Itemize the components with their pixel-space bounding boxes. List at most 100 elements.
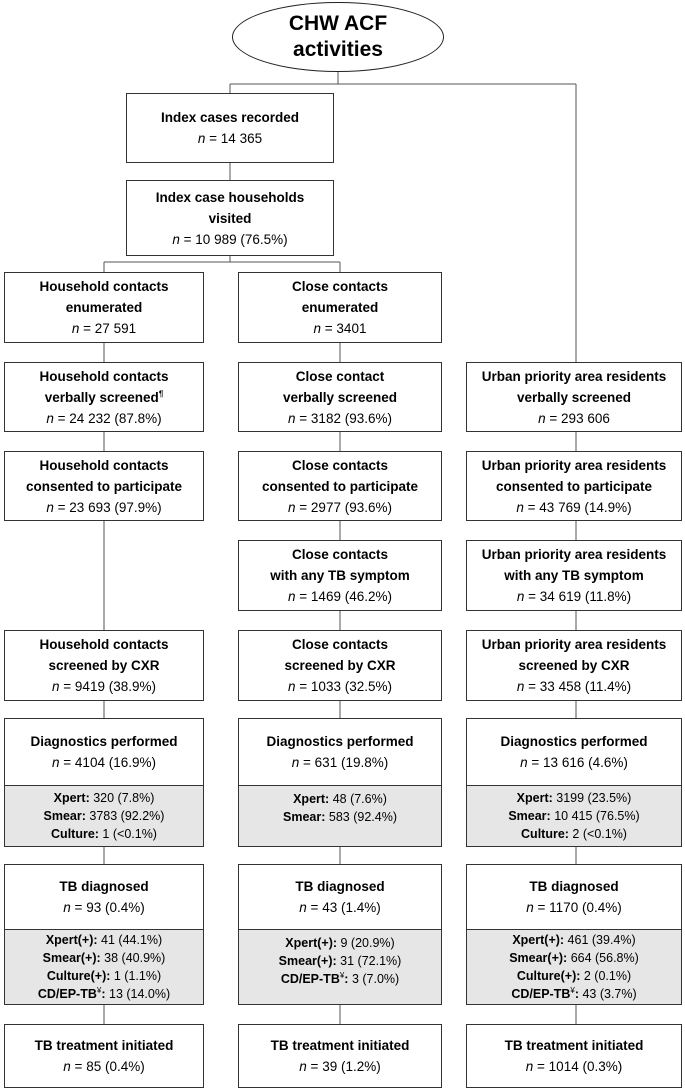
- box-title-line2: screened by CXR: [518, 658, 630, 673]
- box-title-line2: consented to participate: [261, 478, 419, 494]
- box-count: n = 631 (19.8%): [291, 755, 389, 770]
- box-count: n = 1014 (0.3%): [525, 1059, 623, 1074]
- household-contacts-cxr-box: Household contacts screened by CXR n = 9…: [4, 630, 204, 701]
- box-title: Index cases recorded: [160, 110, 300, 125]
- box-count: n = 293 606: [538, 410, 610, 426]
- box-title-line1: Household contacts: [39, 279, 169, 294]
- urban-residents-consented-box: Urban priority area residents consented …: [466, 451, 682, 521]
- close-contacts-cxr-box: Close contacts screened by CXR n = 1033 …: [238, 630, 442, 701]
- urban-residents-tb-symptom-box: Urban priority area residents with any T…: [466, 540, 682, 611]
- box-title-line1: Close contacts: [291, 547, 389, 562]
- box-title-line1: Index case households: [155, 189, 305, 205]
- breakdown-row: Smear: 583 (92.4%): [283, 810, 397, 824]
- box-count: n = 3401: [313, 321, 367, 336]
- box-count: n = 39 (1.2%): [299, 1059, 381, 1074]
- breakdown-row: CD/EP-TB¥: 13 (14.0%): [37, 985, 171, 1001]
- box-title-line1: Urban priority area residents: [481, 368, 667, 384]
- box-title: TB diagnosed: [59, 879, 149, 894]
- breakdown-row: Xpert: 320 (7.8%): [53, 791, 155, 805]
- box-count: n = 33 458 (11.4%): [516, 679, 632, 694]
- urban-residents-treatment-initiated-box: TB treatment initiated n = 1014 (0.3%): [466, 1024, 682, 1088]
- box-title: TB treatment initiated: [34, 1038, 174, 1053]
- close-contacts-treatment-initiated-box: TB treatment initiated n = 39 (1.2%): [238, 1024, 442, 1088]
- tb-breakdown: Xpert(+): 41 (44.1%) Smear(+): 38 (40.9%…: [5, 929, 203, 1004]
- household-contacts-verbally-screened-box: Household contacts verbally screened¶ n …: [4, 362, 204, 432]
- box-title-line2: consented to participate: [495, 478, 653, 494]
- household-treatment-initiated-box: TB treatment initiated n = 85 (0.4%): [4, 1024, 204, 1088]
- box-count: n = 4104 (16.9%): [52, 755, 156, 770]
- box-count: n = 93 (0.4%): [63, 900, 145, 915]
- close-contacts-consented-box: Close contacts consented to participate …: [238, 451, 442, 521]
- box-title-line1: Household contacts: [39, 368, 169, 384]
- box-title-line2: with any TB symptom: [270, 568, 410, 583]
- root-label-line2: activities: [293, 38, 383, 61]
- tb-breakdown: Xpert(+): 461 (39.4%) Smear(+): 664 (56.…: [467, 929, 681, 1004]
- box-title-line2: visited: [208, 210, 252, 226]
- breakdown-row: Xpert(+): 461 (39.4%): [512, 933, 636, 947]
- box-title-line2: with any TB symptom: [504, 568, 644, 583]
- footnote-mark: ¶: [158, 389, 164, 398]
- diagnostics-breakdown: Xpert: 48 (7.6%) Smear: 583 (92.4%): [239, 785, 441, 846]
- breakdown-row: Culture: 2 (<0.1%): [521, 827, 627, 841]
- close-contacts-tb-diagnosed-box: TB diagnosed n = 43 (1.4%) Xpert(+): 9 (…: [238, 864, 442, 1005]
- urban-residents-cxr-box: Urban priority area residents screened b…: [466, 630, 682, 701]
- box-count: n = 1469 (46.2%): [288, 589, 392, 604]
- box-count: n = 27 591: [71, 321, 137, 336]
- box-title-line2: enumerated: [301, 300, 379, 315]
- diagnostics-breakdown: Xpert: 320 (7.8%) Smear: 3783 (92.2%) Cu…: [5, 785, 203, 846]
- box-count: n = 43 (1.4%): [299, 900, 381, 915]
- household-contacts-enumerated-box: Household contacts enumerated n = 27 591: [4, 272, 204, 343]
- box-title: TB diagnosed: [295, 879, 385, 894]
- breakdown-row: Xpert(+): 9 (20.9%): [285, 936, 395, 950]
- breakdown-row: Smear(+): 664 (56.8%): [509, 951, 639, 965]
- box-count: n = 14 365: [197, 131, 263, 146]
- close-contacts-enumerated-box: Close contacts enumerated n = 3401: [238, 272, 442, 343]
- urban-residents-diagnostics-box: Diagnostics performed n = 13 616 (4.6%) …: [466, 718, 682, 847]
- box-title-line2: verbally screened: [282, 389, 398, 405]
- breakdown-row: Smear: 10 415 (76.5%): [508, 809, 640, 823]
- box-title-line1: Close contacts: [291, 637, 389, 652]
- index-cases-recorded-box: Index cases recorded n = 14 365: [126, 93, 334, 163]
- breakdown-row: Culture: 1 (<0.1%): [51, 827, 157, 841]
- box-title: Diagnostics performed: [500, 734, 648, 749]
- urban-residents-verbally-screened-box: Urban priority area residents verbally s…: [466, 362, 682, 432]
- breakdown-row: Smear: 3783 (92.2%): [43, 809, 165, 823]
- box-count: n = 13 616 (4.6%): [520, 755, 628, 770]
- box-count: n = 3182 (93.6%): [288, 410, 392, 426]
- breakdown-row: Culture(+): 1 (1.1%): [46, 969, 162, 983]
- box-title-line1: Close contact: [295, 368, 385, 384]
- box-title-line2: verbally screened¶: [44, 389, 164, 405]
- box-title-line1: Household contacts: [39, 457, 169, 473]
- box-title-line1: Close contacts: [291, 457, 389, 473]
- diagnostics-breakdown: Xpert: 3199 (23.5%) Smear: 10 415 (76.5%…: [467, 785, 681, 846]
- box-count: n = 24 232 (87.8%): [46, 410, 162, 426]
- breakdown-row: Culture(+): 2 (0.1%): [516, 969, 632, 983]
- box-title: Diagnostics performed: [30, 734, 178, 749]
- box-title-line2: screened by CXR: [284, 658, 396, 673]
- breakdown-row: Xpert: 3199 (23.5%): [516, 791, 632, 805]
- box-count: n = 1033 (32.5%): [288, 679, 392, 694]
- box-title-line1: Urban priority area residents: [481, 457, 667, 473]
- close-contact-verbally-screened-box: Close contact verbally screened n = 3182…: [238, 362, 442, 432]
- box-title: TB treatment initiated: [504, 1038, 644, 1053]
- box-title-line1: Close contacts: [291, 279, 389, 294]
- box-count: n = 85 (0.4%): [63, 1059, 145, 1074]
- household-tb-diagnosed-box: TB diagnosed n = 93 (0.4%) Xpert(+): 41 …: [4, 864, 204, 1005]
- box-title-line2: enumerated: [65, 300, 143, 315]
- index-case-households-visited-box: Index case households visited n = 10 989…: [126, 180, 334, 256]
- breakdown-row: CD/EP-TB¥: 43 (3.7%): [511, 985, 637, 1001]
- root-node-chw-acf-activities: CHW ACF activities: [232, 2, 444, 72]
- box-count: n = 43 769 (14.9%): [516, 499, 632, 515]
- box-title-line1: Urban priority area residents: [481, 637, 667, 652]
- box-count: n = 10 989 (76.5%): [172, 231, 288, 247]
- breakdown-row: Xpert(+): 41 (44.1%): [45, 933, 163, 947]
- box-count: n = 1170 (0.4%): [526, 900, 622, 915]
- household-contacts-consented-box: Household contacts consented to particip…: [4, 451, 204, 521]
- close-contacts-tb-symptom-box: Close contacts with any TB symptom n = 1…: [238, 540, 442, 611]
- urban-residents-tb-diagnosed-box: TB diagnosed n = 1170 (0.4%) Xpert(+): 4…: [466, 864, 682, 1005]
- box-title: TB treatment initiated: [270, 1038, 410, 1053]
- box-title: Diagnostics performed: [266, 734, 414, 749]
- breakdown-row: Smear(+): 38 (40.9%): [42, 951, 166, 965]
- box-title-line2: screened by CXR: [48, 658, 160, 673]
